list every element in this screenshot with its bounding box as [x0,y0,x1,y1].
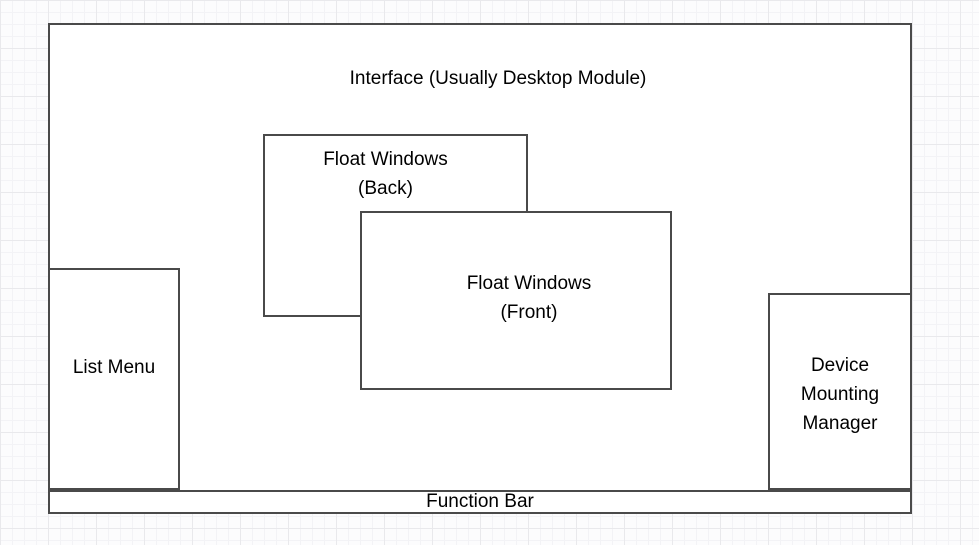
float-window-back-label: Float Windows (Back) [323,149,448,199]
interface-label: Interface (Usually Desktop Module) [349,68,647,89]
function-bar-box[interactable]: Function Bar [48,490,912,514]
device-mounting-manager-box[interactable]: Device Mounting Manager [768,293,912,490]
list-menu-label: List Menu [72,357,156,378]
device-mounting-manager-label: Device Mounting Manager [800,355,880,434]
float-window-front-box[interactable]: Float Windows (Front) [360,211,672,390]
function-bar-label: Function Bar [426,491,534,512]
list-menu-box[interactable]: List Menu [48,268,180,490]
float-window-front-label: Float Windows (Front) [466,272,592,323]
